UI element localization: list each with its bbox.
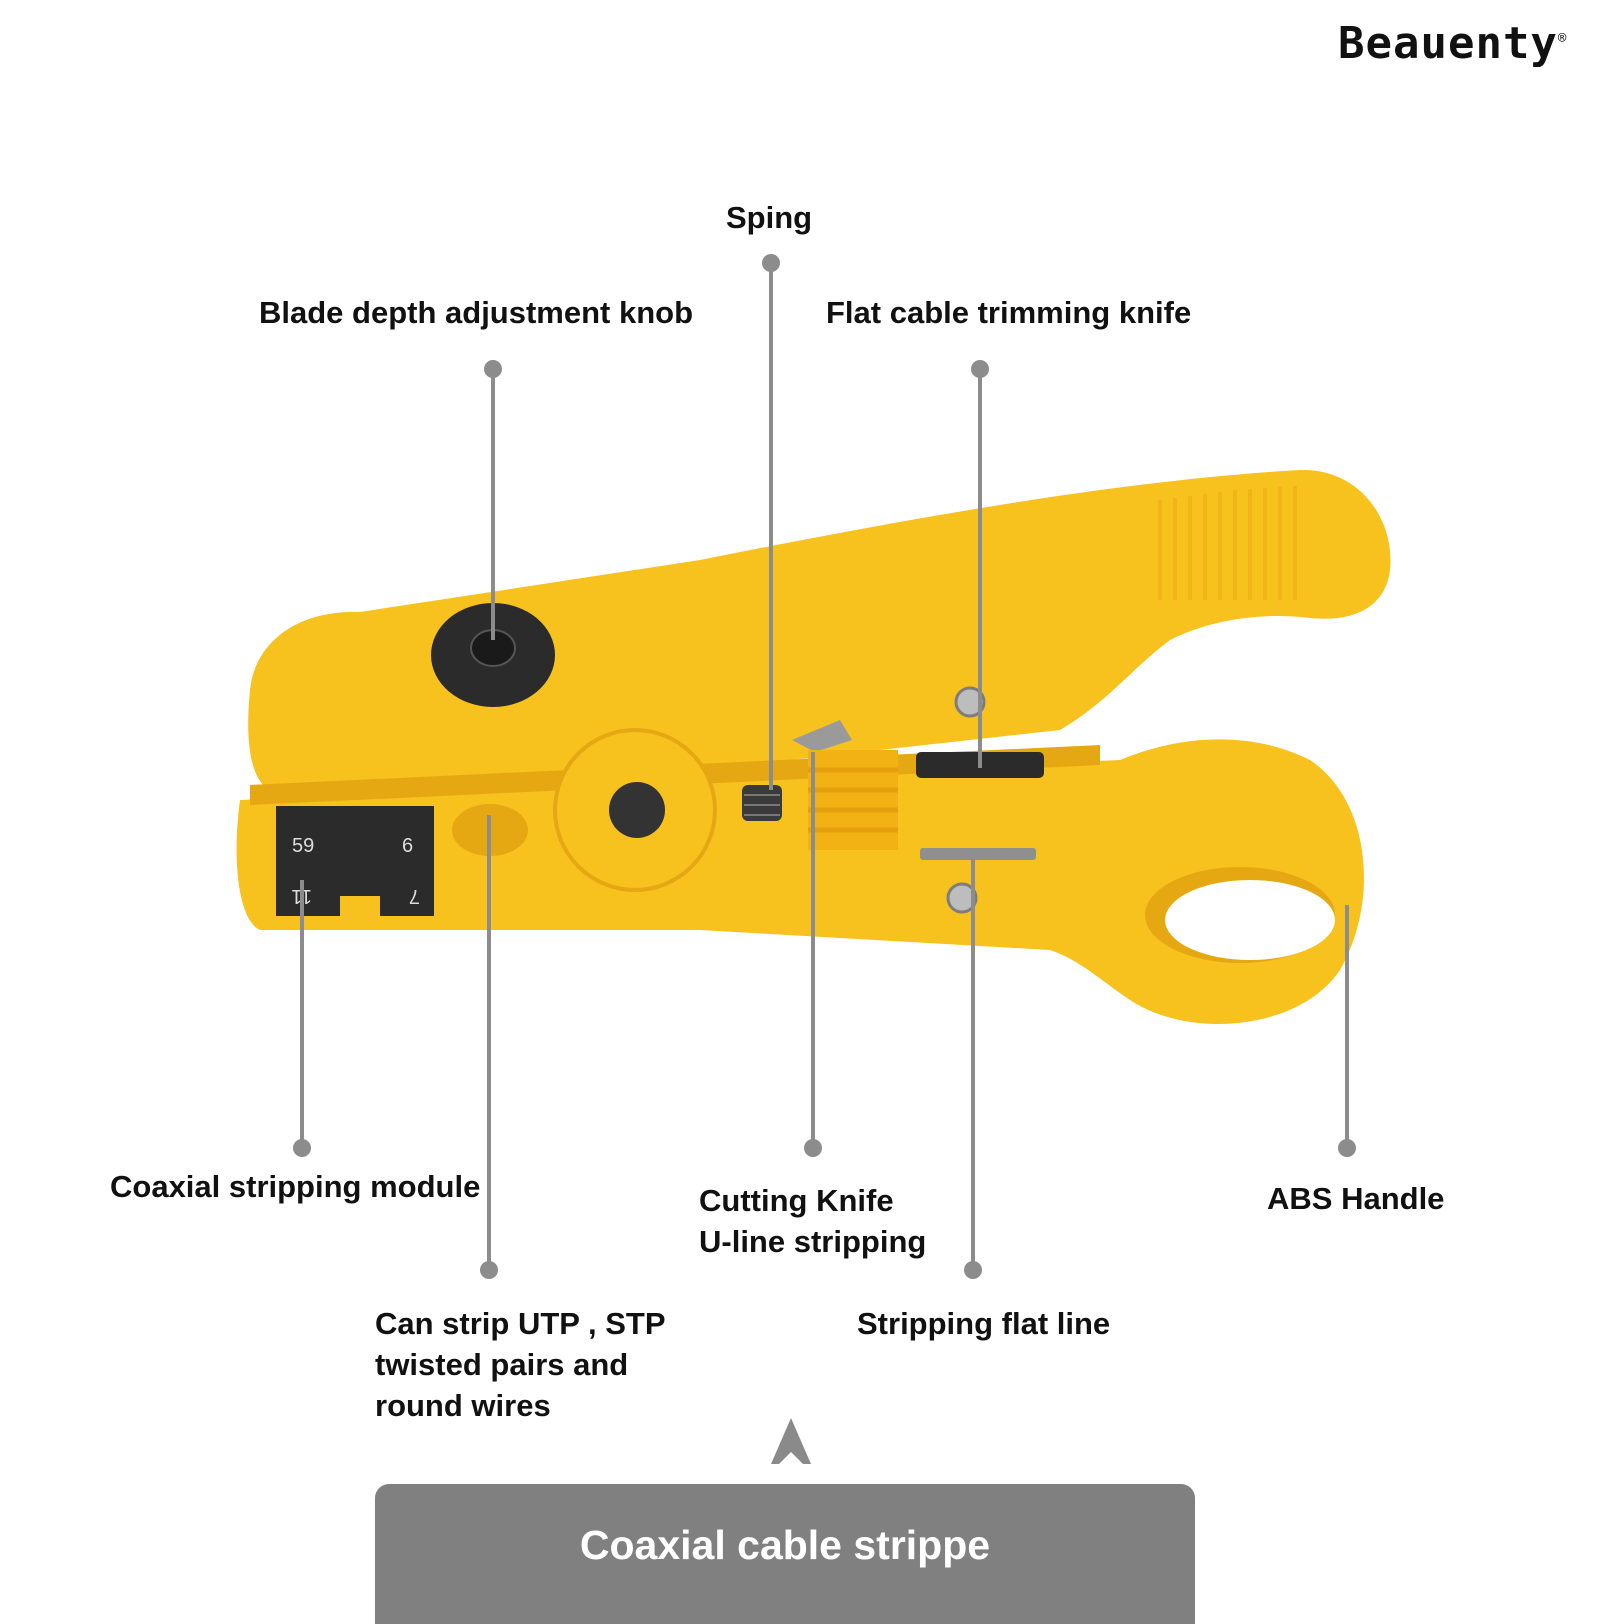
cutting-knife-blade <box>792 720 852 752</box>
flat-line-bar <box>920 848 1036 860</box>
dot-cutting-knife <box>804 1139 822 1157</box>
dot-flat-trim <box>971 360 989 378</box>
label-sping: Sping <box>726 200 813 235</box>
dot-utp <box>480 1261 498 1279</box>
upper-handle <box>248 469 1391 790</box>
brand-logo: Beauenty® <box>1338 18 1567 69</box>
dot-abs-handle <box>1338 1139 1356 1157</box>
up-arrow-notch <box>779 1452 803 1464</box>
dot-flat-line <box>964 1261 982 1279</box>
label-flat-trim-knife: Flat cable trimming knife <box>826 295 1192 330</box>
label-abs-handle: ABS Handle <box>1267 1181 1445 1216</box>
title-banner: Coaxial cable strippe <box>375 1484 1195 1624</box>
label-cutting-knife-line1: Cutting Knife <box>699 1183 894 1218</box>
pivot-hole <box>609 782 665 838</box>
cable-stripper-tool: 59 6 11 7 <box>236 469 1391 1024</box>
registered-mark: ® <box>1557 30 1568 47</box>
module-number-7: 7 <box>409 885 420 907</box>
dot-blade-knob <box>484 360 502 378</box>
leader-lines <box>300 263 1349 1270</box>
brand-name: Beauenty <box>1338 18 1558 69</box>
label-utp-line3: round wires <box>375 1388 551 1423</box>
label-cutting-knife-line2: U-line stripping <box>699 1224 927 1259</box>
label-coaxial-module: Coaxial stripping module <box>110 1169 481 1204</box>
module-number-6: 6 <box>402 835 413 857</box>
module-number-59: 59 <box>292 835 314 857</box>
label-blade-knob: Blade depth adjustment knob <box>259 295 694 330</box>
screw-top <box>954 686 986 718</box>
banner-title: Coaxial cable strippe <box>579 1522 991 1568</box>
label-utp-line1: Can strip UTP , STP <box>375 1306 666 1341</box>
dot-sping <box>762 254 780 272</box>
label-flat-line: Stripping flat line <box>857 1306 1111 1341</box>
dot-coaxial-module <box>293 1139 311 1157</box>
label-utp-line2: twisted pairs and <box>375 1347 629 1382</box>
leader-dots <box>293 254 1356 1279</box>
label-cutting-knife: Cutting Knife U-line stripping <box>699 1180 926 1262</box>
label-utp: Can strip UTP , STP twisted pairs and ro… <box>375 1303 666 1426</box>
screw-bottom <box>946 882 978 914</box>
lower-body <box>236 739 1364 1024</box>
